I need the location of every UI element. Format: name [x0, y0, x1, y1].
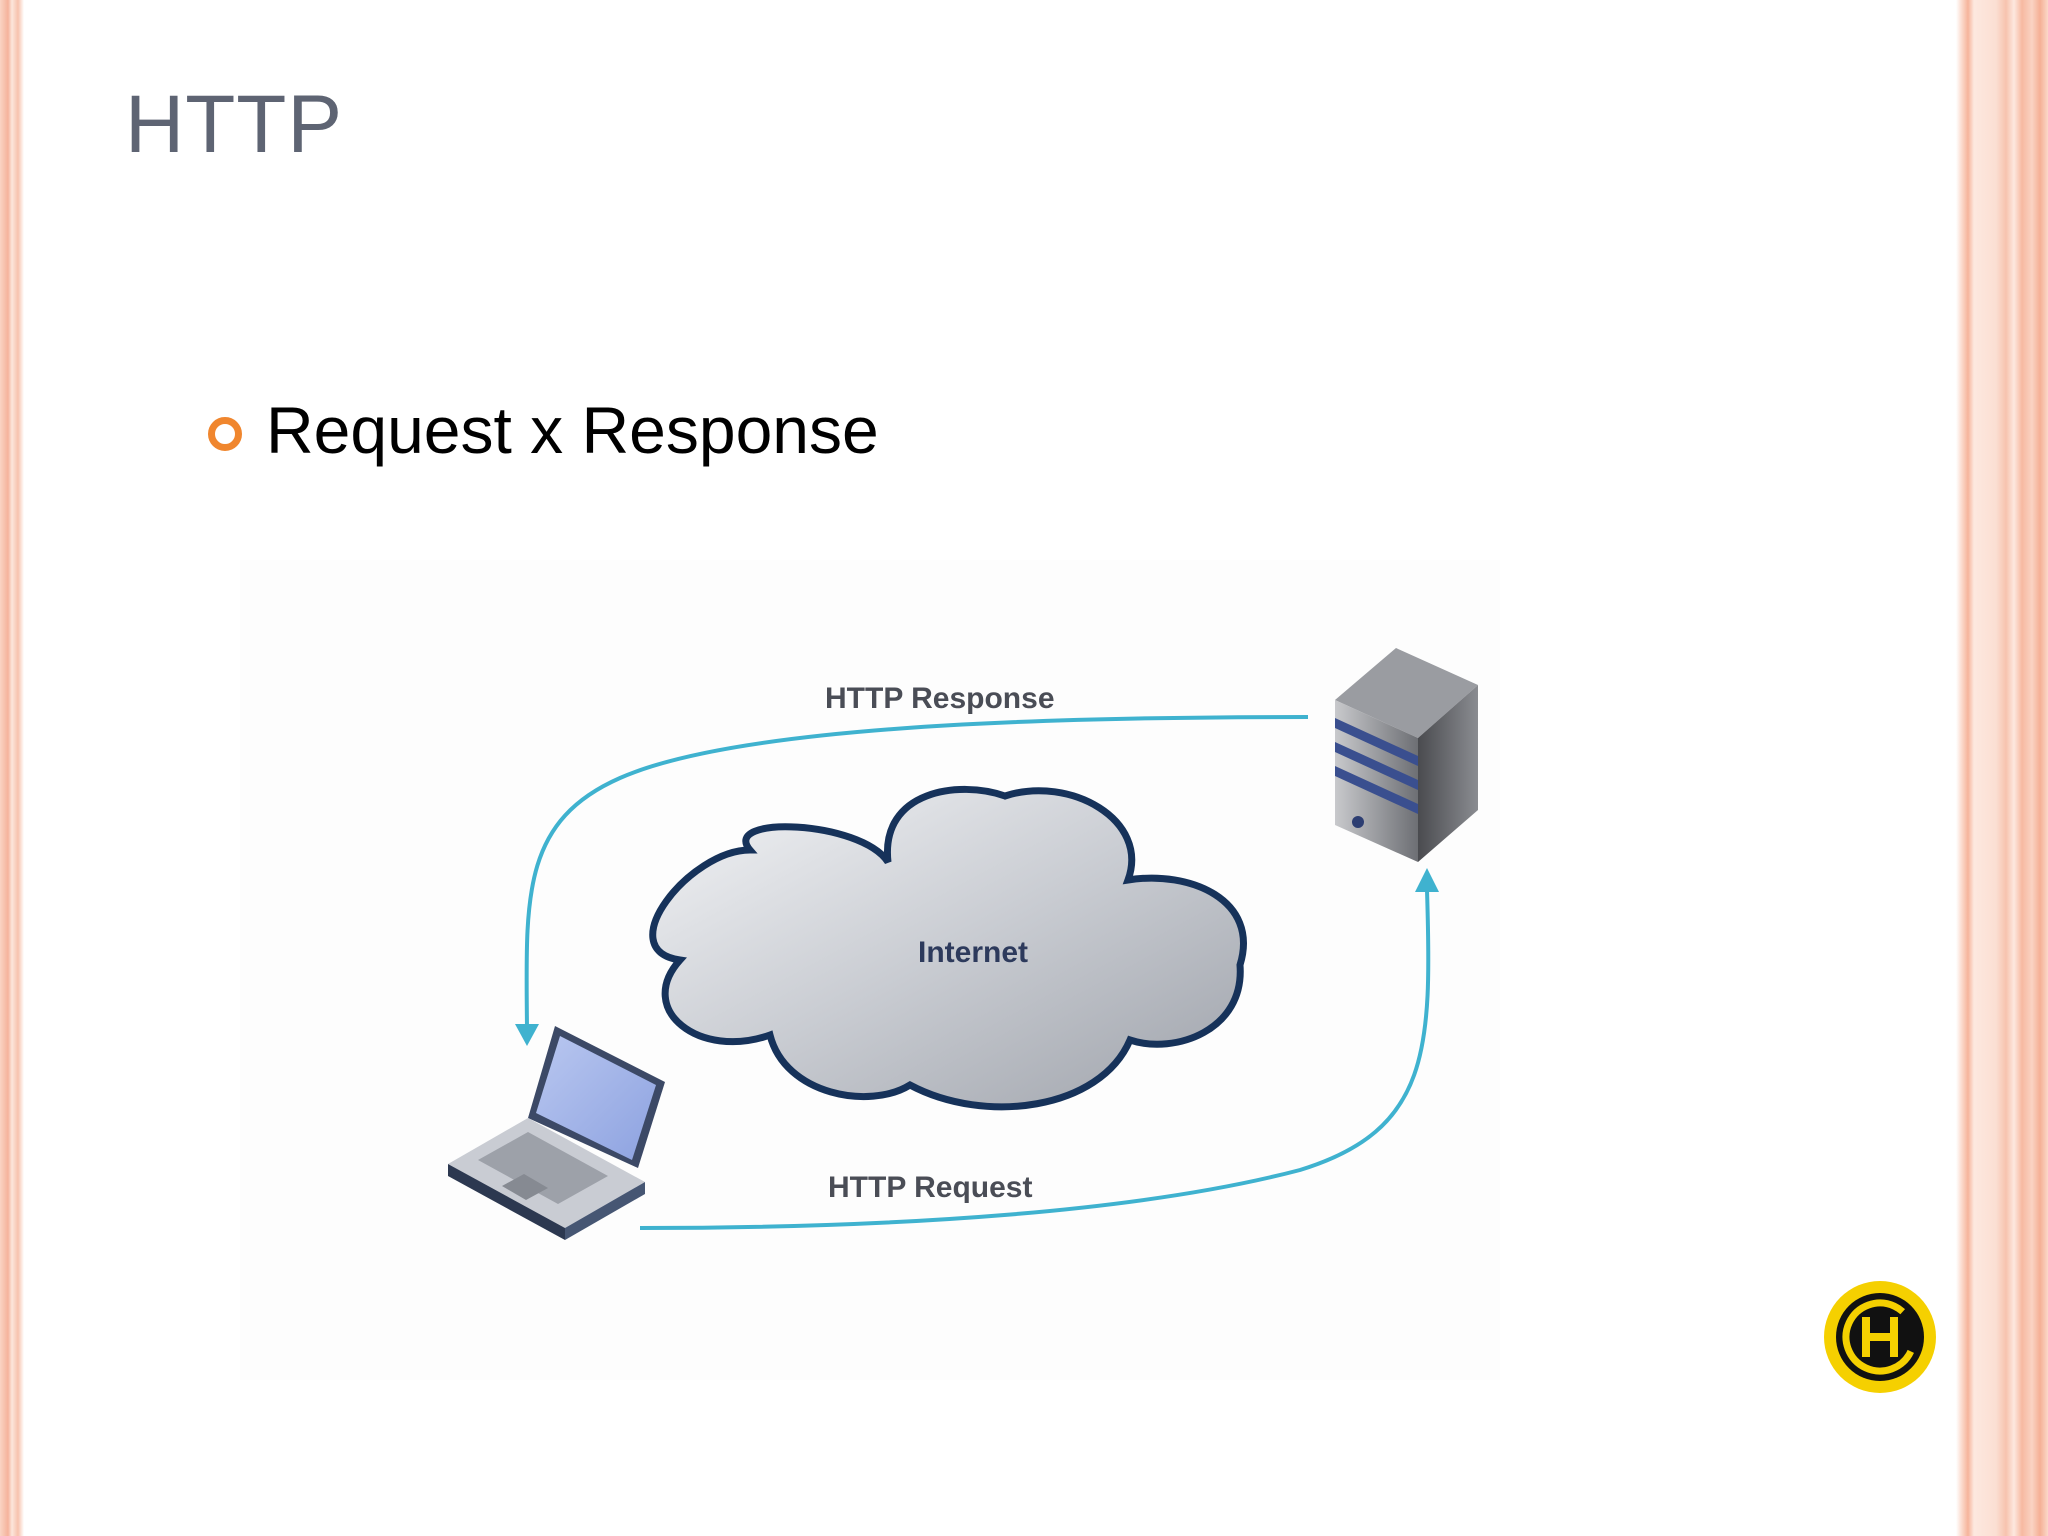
- bullet-circle-icon: [208, 417, 242, 451]
- bullet-text: Request x Response: [266, 393, 879, 467]
- slide-title: HTTP: [125, 79, 344, 170]
- bullet-item: Request x Response: [208, 392, 879, 468]
- right-decorative-border: [1956, 0, 2048, 1536]
- laptop-icon: [448, 1026, 665, 1240]
- http-response-arrow: [515, 715, 1309, 1046]
- http-response-label: HTTP Response: [825, 682, 1055, 715]
- http-request-arrow: [639, 868, 1439, 1230]
- http-request-label: HTTP Request: [828, 1171, 1032, 1204]
- left-decorative-border: [0, 0, 24, 1536]
- cloud-icon: [649, 785, 1247, 1111]
- brand-badge-icon: [1824, 1281, 1936, 1393]
- internet-label: Internet: [918, 936, 1028, 969]
- server-icon: [1335, 648, 1478, 862]
